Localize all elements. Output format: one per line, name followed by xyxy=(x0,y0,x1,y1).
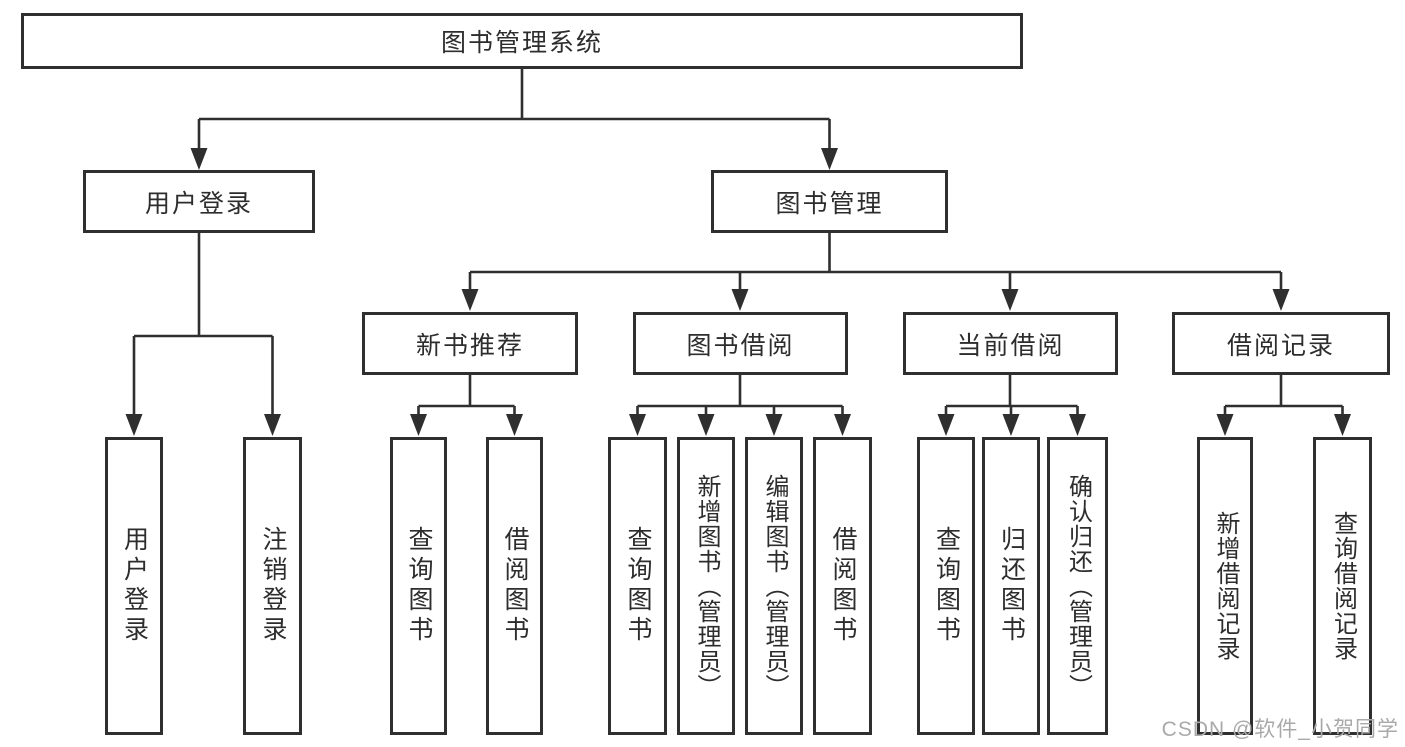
leaf-query-borrow-record: 查询借阅记录 xyxy=(1313,437,1372,735)
leaf-edit-book-admin: 编辑图书（管理员） xyxy=(745,437,803,735)
node-borrow-records: 借阅记录 xyxy=(1172,312,1390,375)
arrowheads-book-borrow-children xyxy=(629,414,851,436)
connector-root-to-level1 xyxy=(197,69,831,150)
leaf-borrow-books: 借阅图书 xyxy=(813,437,872,735)
arrowheads-book-management-children xyxy=(461,289,1290,311)
leaf-return-book: 归还图书 xyxy=(982,437,1040,735)
leaf-borrow-books-recommend: 借阅图书 xyxy=(486,437,543,735)
arrowheads-new-book-recommend-children xyxy=(410,414,523,436)
connector-borrow-records-children xyxy=(1223,374,1344,416)
leaf-query-books-borrow: 查询图书 xyxy=(608,437,667,735)
node-new-book-recommend: 新书推荐 xyxy=(362,312,578,375)
leaf-user-login-label: 用户登录 xyxy=(120,526,149,646)
leaf-return-book-label: 归还图书 xyxy=(997,526,1026,646)
connector-book-management-children xyxy=(468,232,1283,291)
leaf-add-book-admin: 新增图书（管理员） xyxy=(677,437,735,735)
leaf-add-borrow-record: 新增借阅记录 xyxy=(1197,437,1253,735)
leaf-add-book-admin-label: 新增图书（管理员） xyxy=(693,473,720,699)
leaf-add-borrow-record-label: 新增借阅记录 xyxy=(1212,511,1239,661)
leaf-confirm-return-admin: 确认归还（管理员） xyxy=(1047,437,1108,735)
leaf-logout: 注销登录 xyxy=(243,437,302,735)
leaf-query-borrow-record-label: 查询借阅记录 xyxy=(1329,511,1357,661)
leaf-user-login: 用户登录 xyxy=(105,437,163,735)
leaf-borrow-books-recommend-label: 借阅图书 xyxy=(501,526,529,646)
arrowheads-current-borrow-children xyxy=(937,414,1086,436)
leaf-edit-book-admin-label: 编辑图书（管理员） xyxy=(761,473,788,699)
csdn-watermark: CSDN @软件_小贺同学 xyxy=(1161,718,1399,741)
arrowheads-root-to-level1 xyxy=(190,148,838,170)
connector-new-book-recommend-children xyxy=(417,374,516,416)
arrowheads-user-login-children xyxy=(125,414,281,436)
node-library-management-system: 图书管理系统 xyxy=(21,13,1023,69)
node-book-borrow: 图书借阅 xyxy=(633,312,848,375)
leaf-confirm-return-admin-label: 确认归还（管理员） xyxy=(1064,473,1092,699)
connector-current-borrow-children xyxy=(944,374,1079,416)
node-current-borrow: 当前借阅 xyxy=(903,312,1118,375)
connector-book-borrow-children xyxy=(636,374,844,416)
leaf-query-books-borrow-label: 查询图书 xyxy=(624,526,652,646)
leaf-query-books-current-label: 查询图书 xyxy=(932,526,961,646)
connector-user-login-children xyxy=(132,232,274,416)
node-user-login: 用户登录 xyxy=(83,170,315,233)
leaf-borrow-books-label: 借阅图书 xyxy=(829,526,857,646)
leaf-query-books-recommend-label: 查询图书 xyxy=(405,526,433,646)
leaf-logout-label: 注销登录 xyxy=(259,526,287,646)
arrowheads-borrow-records-children xyxy=(1216,414,1351,436)
leaf-query-books-recommend: 查询图书 xyxy=(390,437,447,735)
leaf-query-books-current: 查询图书 xyxy=(917,437,975,735)
node-book-management: 图书管理 xyxy=(711,170,948,233)
